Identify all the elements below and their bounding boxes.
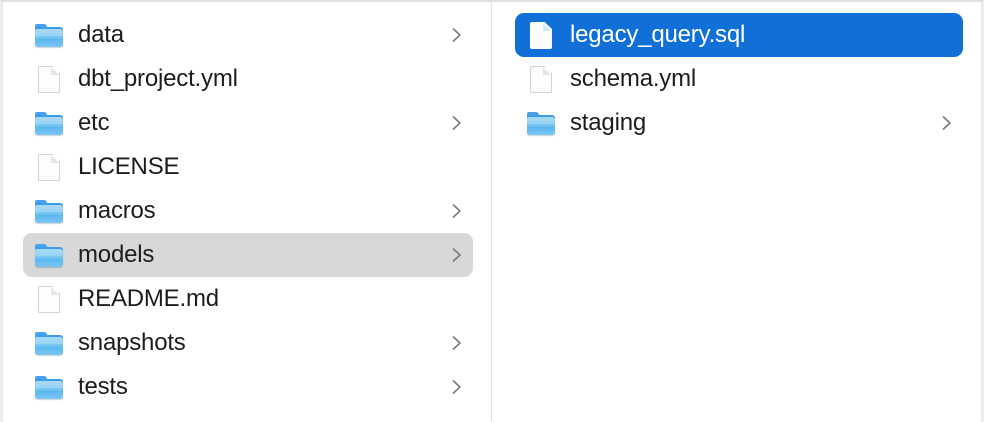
folder-icon — [34, 196, 64, 226]
item-label: dbt_project.yml — [78, 65, 238, 92]
folder-row[interactable]: macros — [23, 189, 473, 233]
folder-icon — [34, 20, 64, 50]
folder-icon — [34, 108, 64, 138]
item-label: models — [78, 241, 155, 268]
file-row[interactable]: schema.yml — [515, 57, 963, 101]
item-label: legacy_query.sql — [570, 21, 746, 48]
folder-icon — [34, 240, 64, 270]
folder-row[interactable]: snapshots — [23, 321, 473, 365]
document-icon — [526, 64, 556, 94]
file-row[interactable]: README.md — [23, 277, 473, 321]
folder-row[interactable]: tests — [23, 365, 473, 409]
chevron-right-icon — [450, 245, 464, 265]
folder-icon — [34, 372, 64, 402]
file-row[interactable]: legacy_query.sql — [515, 13, 963, 57]
chevron-right-icon — [450, 333, 464, 353]
document-icon — [34, 152, 64, 182]
finder-column-models-directory[interactable]: legacy_query.sql schema.yml staging — [492, 2, 981, 422]
chevron-right-icon — [450, 113, 464, 133]
document-icon — [34, 284, 64, 314]
chevron-right-icon — [450, 377, 464, 397]
file-row[interactable]: LICENSE — [23, 145, 473, 189]
item-label: LICENSE — [78, 153, 180, 180]
folder-icon — [526, 108, 556, 138]
item-label: README.md — [78, 285, 219, 312]
item-label: etc — [78, 109, 110, 136]
chevron-right-icon — [940, 113, 954, 133]
document-icon — [34, 64, 64, 94]
folder-row[interactable]: models — [23, 233, 473, 277]
item-label: schema.yml — [570, 65, 697, 92]
file-list: legacy_query.sql schema.yml staging — [492, 2, 981, 145]
item-label: macros — [78, 197, 156, 224]
folder-row[interactable]: data — [23, 13, 473, 57]
document-icon — [526, 20, 556, 50]
item-label: tests — [78, 373, 128, 400]
folder-icon — [34, 328, 64, 358]
folder-row[interactable]: etc — [23, 101, 473, 145]
item-label: snapshots — [78, 329, 186, 356]
file-row[interactable]: dbt_project.yml — [23, 57, 473, 101]
item-label: data — [78, 21, 124, 48]
chevron-right-icon — [450, 25, 464, 45]
folder-row[interactable]: staging — [515, 101, 963, 145]
item-label: staging — [570, 109, 646, 136]
chevron-right-icon — [450, 201, 464, 221]
